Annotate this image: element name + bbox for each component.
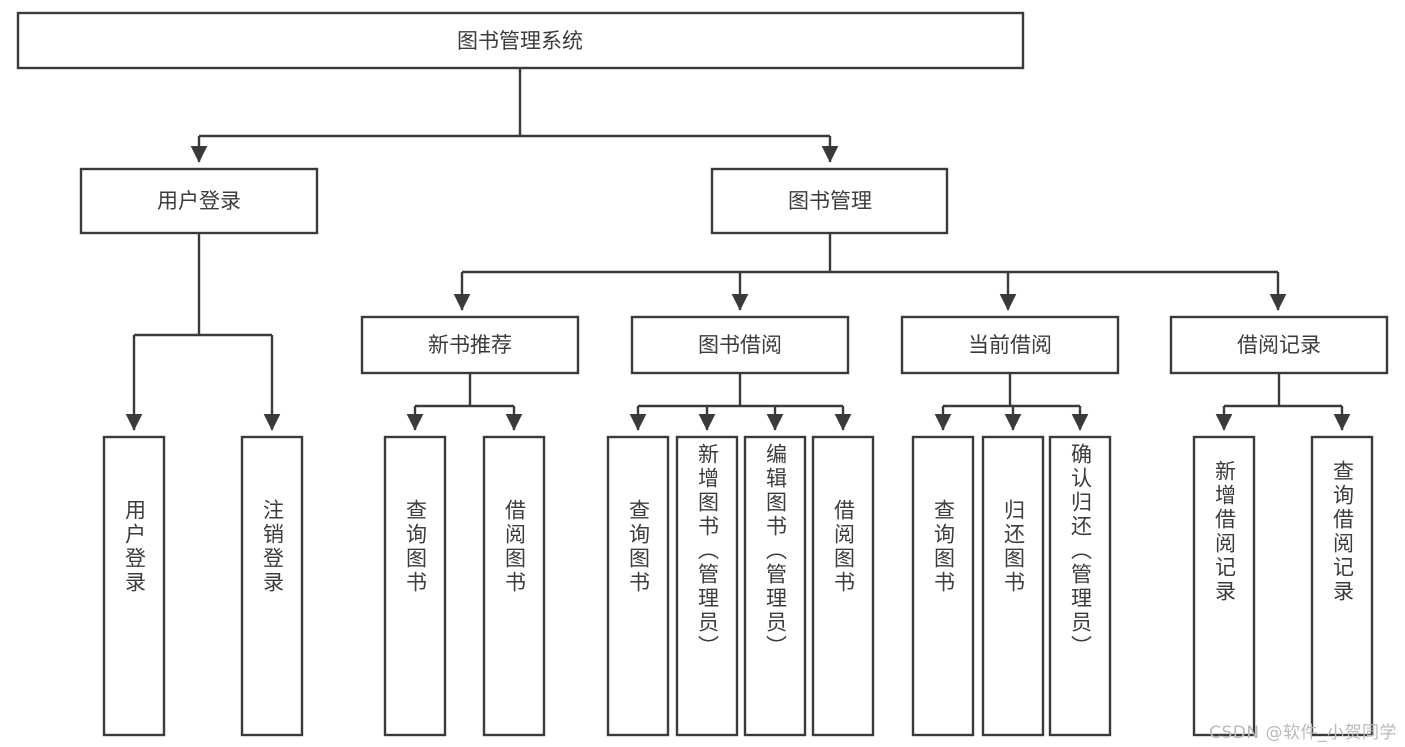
node-box-borrow-book[interactable] [811,435,875,737]
node-label-new-book-rec: 新书推荐 [428,333,512,357]
node-box-current-borrow[interactable] [900,315,1120,375]
csdn-watermark: CSDN @软件_小贺同学 [1209,723,1397,743]
node-label-user-login: 用户登录 [157,189,241,213]
node-box-add-borrow-record[interactable] [1192,435,1256,737]
node-box-borrow-record[interactable] [1169,315,1389,375]
node-box-add-book-admin[interactable] [675,435,739,737]
node-box-user-logout[interactable] [240,435,304,737]
connector-layer [125,68,1351,431]
node-box-edit-book-admin[interactable] [743,435,807,737]
node-box-confirm-return-admin[interactable] [1048,435,1112,737]
node-box-query-book-rec[interactable] [383,435,447,737]
node-box-borrow-book-rec[interactable] [482,435,546,737]
node-box-return-book[interactable] [981,435,1045,737]
node-label-current-borrow: 当前借阅 [968,333,1052,357]
node-box-user-login-do[interactable] [102,435,166,737]
node-box-book-manage[interactable] [710,167,949,235]
node-box-new-book-rec[interactable] [360,315,580,375]
node-label-book-borrow: 图书借阅 [698,333,782,357]
node-label-book-manage: 图书管理 [788,189,872,213]
node-box-user-login[interactable] [79,167,319,235]
node-box-query-borrow-record[interactable] [1310,435,1374,737]
node-layer: 图书管理系统 用户登录 图书管理 新书推荐 图书借阅 当前借阅 借阅记录 [16,11,1389,737]
node-box-book-borrow[interactable] [630,315,850,375]
node-label-borrow-record: 借阅记录 [1237,333,1321,357]
node-box-query-book-borrow[interactable] [606,435,670,737]
node-box-root[interactable] [16,11,1025,70]
node-label-root: 图书管理系统 [457,29,583,53]
node-box-query-book-current[interactable] [911,435,975,737]
